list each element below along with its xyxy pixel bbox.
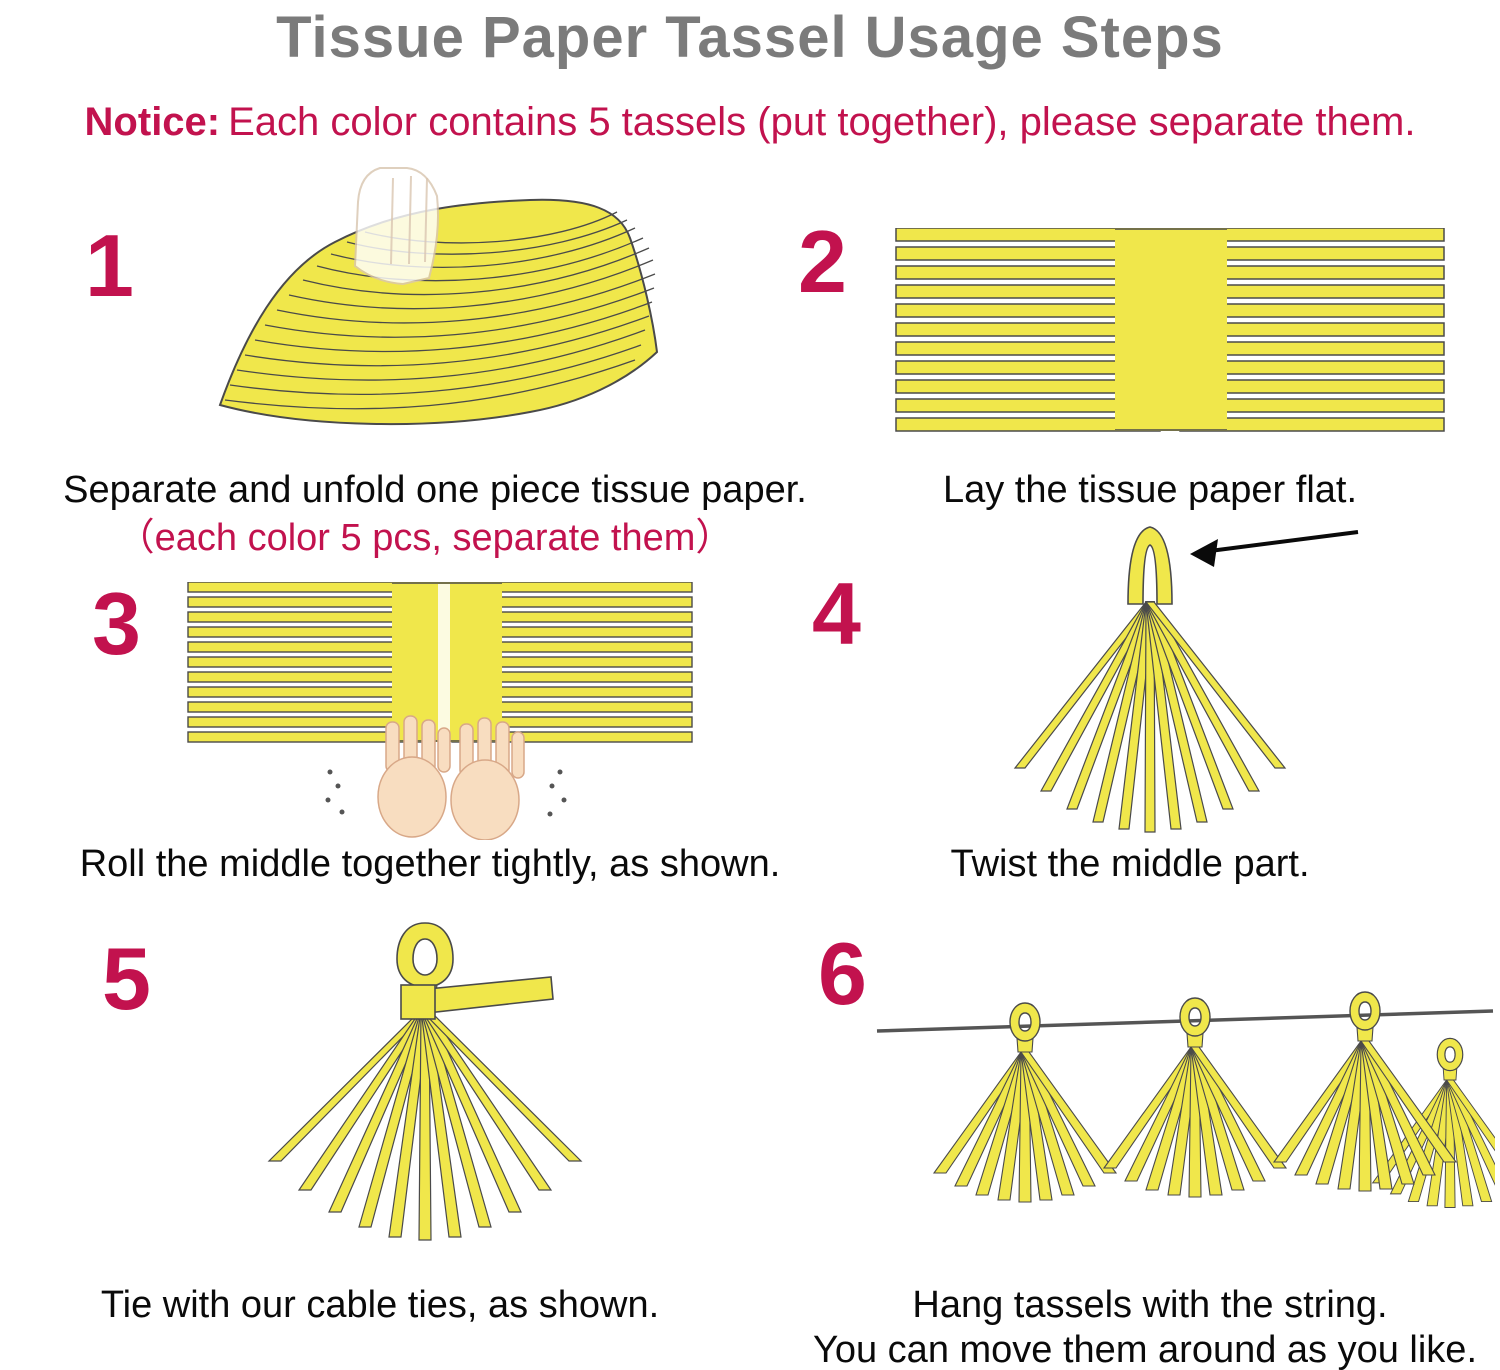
caption-step6-line2: You can move them around as you like.: [813, 1329, 1477, 1370]
notice-line: Notice:Each color contains 5 tassels (pu…: [0, 100, 1500, 145]
tissue-drape: [218, 198, 659, 426]
tassel-loop: [1127, 526, 1173, 605]
step5-illustration: [215, 915, 695, 1247]
step-number-3: 3: [92, 574, 141, 673]
cable-tie: [400, 976, 554, 1020]
caption-step2: Lay the tissue paper flat.: [942, 469, 1358, 511]
caption-step3: Roll the middle together tightly, as sho…: [79, 843, 781, 885]
notice-label: Notice:: [84, 100, 221, 144]
step2-illustration: [890, 228, 1450, 433]
right-hand-icon: [450, 717, 525, 840]
arrow-icon: [1190, 530, 1359, 567]
step-number-5: 5: [102, 929, 151, 1028]
step-number-2: 2: [798, 212, 847, 311]
step-number-1: 1: [85, 216, 134, 315]
fringe-strips: [187, 582, 693, 743]
caption-step6: Hang tassels with the string.: [912, 1284, 1388, 1326]
tassel-fan: [267, 1009, 583, 1241]
step4-illustration: [950, 512, 1370, 844]
page-title: Tissue Paper Tassel Usage Steps: [276, 5, 1224, 70]
tassel-3: [1273, 991, 1457, 1192]
tassel-loop: [396, 922, 454, 988]
subcaption-step1: （each color 5 pcs, separate them）: [116, 517, 734, 559]
caption-step5: Tie with our cable ties, as shown.: [100, 1284, 660, 1326]
fold-highlight: [438, 584, 450, 740]
step3-illustration: [180, 582, 700, 840]
caption-step1: Separate and unfold one piece tissue pap…: [63, 469, 807, 511]
motion-dots: [325, 769, 567, 817]
hand-icon: [353, 167, 439, 286]
tassel-fan: [1013, 601, 1287, 833]
step-number-4: 4: [812, 564, 861, 663]
step6-illustration: [875, 975, 1495, 1240]
notice-text: Each color contains 5 tassels (put toget…: [228, 100, 1416, 144]
fringe-strips: [895, 228, 1445, 432]
tassel-1: [933, 1002, 1117, 1203]
solid-middle: [1115, 228, 1227, 431]
step1-illustration: [165, 160, 705, 460]
tassel-2: [1103, 997, 1287, 1198]
caption-step4: Twist the middle part.: [950, 843, 1310, 885]
left-hand-icon: [377, 715, 451, 838]
step-number-6: 6: [818, 924, 867, 1023]
